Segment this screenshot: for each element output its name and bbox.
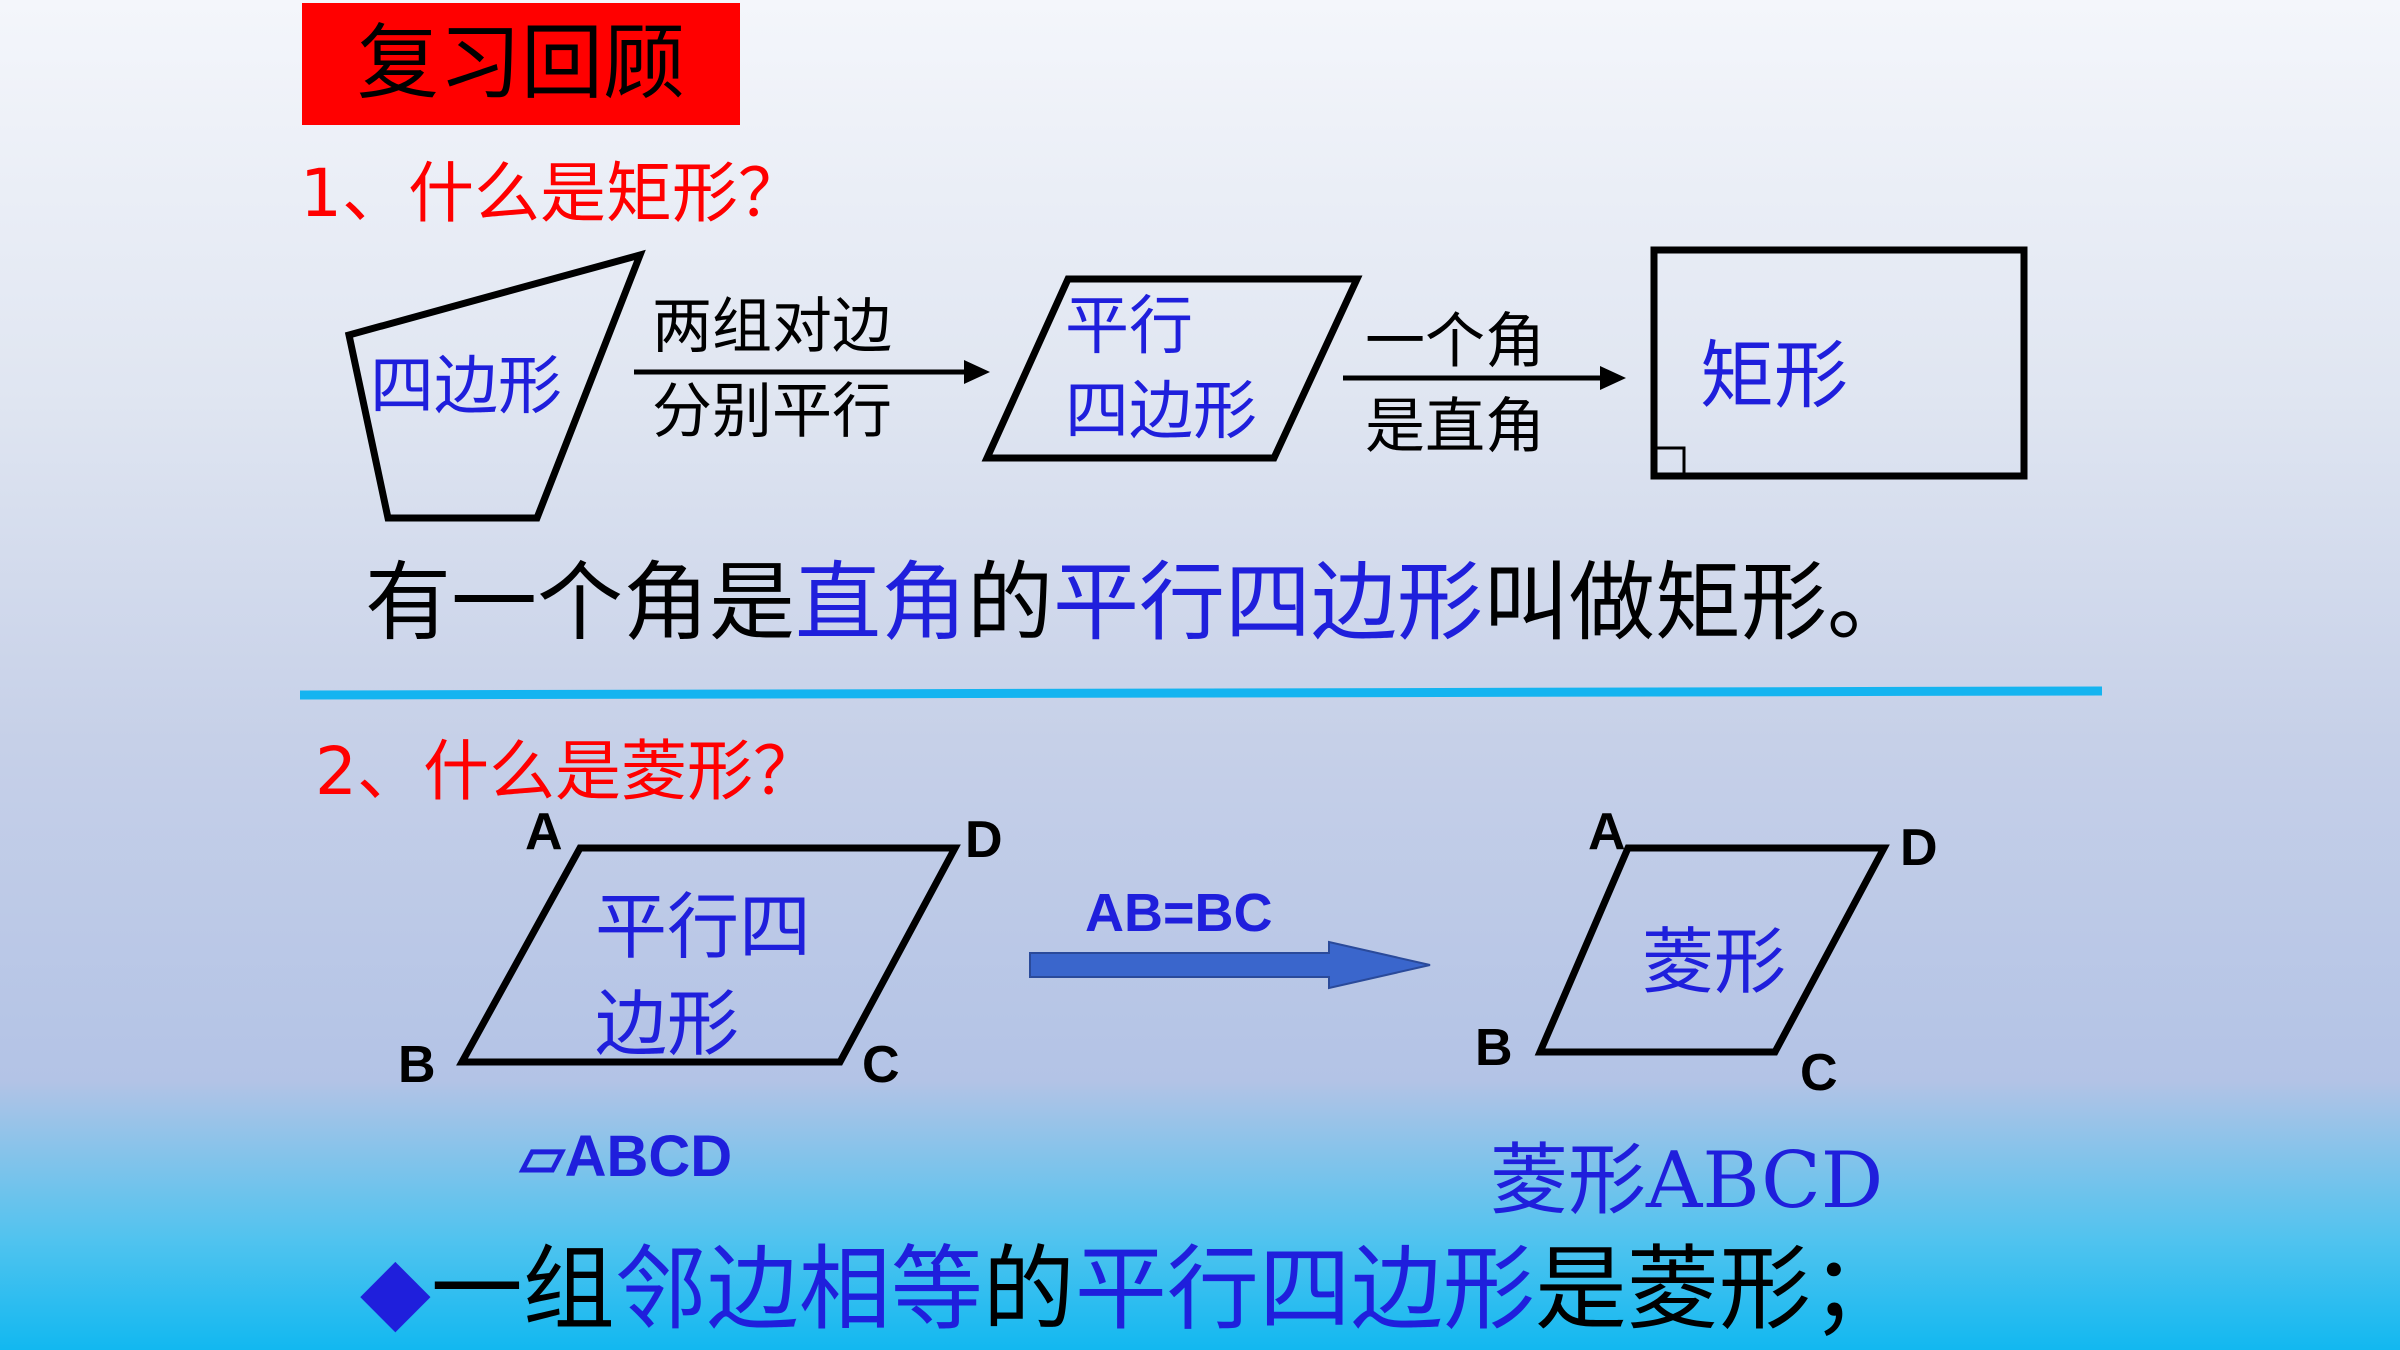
block-arrow [1029, 940, 1431, 990]
parallelogram-label-line1: 平行 [1065, 290, 1193, 364]
definition-2-part1: 一组 [430, 1236, 615, 1343]
rhombus-vertex-a: A [1588, 803, 1626, 861]
rhombus-vertex-c: C [1800, 1044, 1838, 1102]
definition-1-part5: 叫做矩形。 [1483, 553, 1913, 653]
para-vertex-b: B [398, 1036, 436, 1094]
definition-1-part2: 直角 [795, 553, 967, 653]
condition-1-line1: 两组对边 [652, 292, 892, 362]
quadrilateral-label: 四边形 [370, 350, 562, 424]
rhombus-vertex-b: B [1475, 1019, 1513, 1077]
rectangle-shape [1650, 246, 2028, 480]
arrow-1-head [964, 360, 990, 384]
quadrilateral-shape [344, 249, 646, 522]
rhombus-definition: ◆一组邻边相等的平行四边形是菱形； [360, 1215, 1903, 1348]
condition-2-line1: 一个角 [1365, 307, 1545, 377]
section-divider [299, 686, 2103, 700]
bullet-diamond-icon: ◆ [360, 1236, 431, 1343]
rhombus-shape [1534, 844, 1890, 1056]
definition-2-part4: 平行四边形 [1074, 1236, 1535, 1343]
para-abcd-label-line1: 平行四 [595, 885, 812, 969]
para-abcd-caption: ▱ABCD [520, 1124, 733, 1189]
condition-2-line2: 是直角 [1365, 392, 1545, 462]
question-2-heading: 2、什么是菱形？ [315, 733, 819, 810]
arrow-2-head [1600, 366, 1626, 390]
right-angle-mark [1654, 446, 1686, 476]
definition-1-part1: 有一个角是 [365, 553, 795, 653]
rectangle-label: 矩形 [1700, 333, 1848, 419]
rhombus-label: 菱形 [1642, 920, 1787, 1004]
para-vertex-a: A [525, 803, 563, 861]
rhombus-vertex-d: D [1900, 819, 1938, 877]
para-vertex-c: C [862, 1036, 900, 1094]
definition-1-part3: 的 [967, 553, 1053, 653]
parallelogram-label-line2: 四边形 [1065, 375, 1257, 449]
definition-1-part4: 平行四边形 [1053, 553, 1483, 653]
rhombus-abcd-caption: 菱形ABCD [1490, 1136, 1884, 1226]
definition-2-part3: 的 [982, 1236, 1075, 1343]
definition-2-part5: 是菱形； [1534, 1236, 1903, 1343]
para-vertex-d: D [965, 811, 1003, 869]
rectangle-definition: 有一个角是直角的平行四边形叫做矩形。 [365, 532, 1913, 657]
condition-ab-equals-bc: AB=BC [1085, 883, 1273, 943]
parallelogram-shape [981, 275, 1363, 462]
page-title: 复习回顾 [302, 3, 740, 125]
definition-2-part2: 邻边相等 [614, 1236, 983, 1343]
question-1-heading: 1、什么是矩形？ [300, 155, 804, 232]
parallelogram-abcd-shape [456, 844, 961, 1066]
para-abcd-label-line2: 边形 [595, 982, 740, 1066]
condition-1-line2: 分别平行 [652, 377, 892, 447]
